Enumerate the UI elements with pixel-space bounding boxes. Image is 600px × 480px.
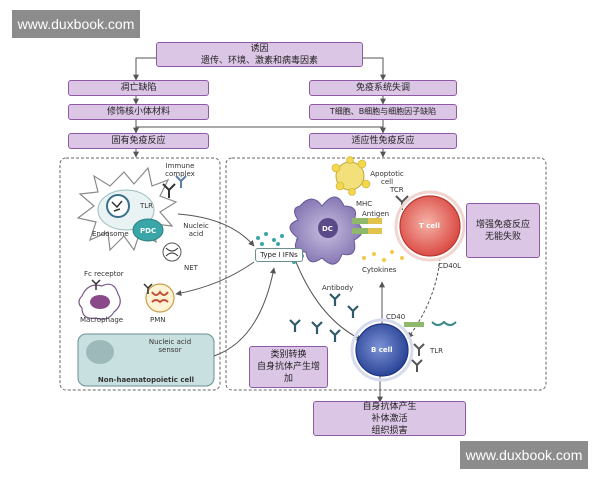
immune-complex-label-1: Immune <box>165 162 195 170</box>
outcome-box: 自身抗体产生 补体激活 组织损害 <box>313 401 466 436</box>
class-switch-line-1: 类别转换 <box>270 350 307 360</box>
immune-dysreg-box: 免疫系统失调 <box>309 80 457 96</box>
non-haem-cell <box>77 333 215 387</box>
nucleic-acid-label-1: Nucleic <box>183 222 209 230</box>
watermark-top: www.duxbook.com <box>12 10 140 38</box>
pmn-cell <box>143 283 175 313</box>
nucleic-acid-sensor-label-2: sensor <box>158 346 182 354</box>
class-switch-line-2: 自身抗体产生增 <box>256 362 320 372</box>
tolerance-line-1: 增强免疫反应 <box>475 219 530 230</box>
b-cell <box>350 318 457 382</box>
type1-ifns-box: Type I IFNs <box>255 248 303 262</box>
t-cell <box>394 190 466 262</box>
class-switch-box: 类别转换 自身抗体产生增 加 <box>249 346 328 388</box>
causes-box: 诱因 遗传、环境、激素和病毒因素 <box>156 42 363 67</box>
non-haem-label: Non-haematopoietic cell <box>97 376 195 384</box>
pdc-label: PDC <box>140 227 157 235</box>
fc-receptor-label: Fc receptor <box>84 270 124 278</box>
cd40-label: CD40 <box>386 313 406 321</box>
adaptive-panel <box>225 157 547 391</box>
causes-line-2: 遗传、环境、激素和病毒因素 <box>200 55 318 66</box>
cytokines-label: Cytokines <box>362 266 397 274</box>
net-label: NET <box>184 264 198 272</box>
nucleic-acid-sensor-label-1: Nucleic acid <box>148 338 192 346</box>
innate-panel <box>59 157 221 391</box>
cd40l-label: CD40L <box>438 262 462 270</box>
outcome-line-1: 自身抗体产生 <box>362 401 417 412</box>
immune-complex-icon <box>162 175 187 198</box>
pdc-spiky-cell <box>76 166 178 252</box>
immune-complex-label: Immune complex <box>160 162 200 178</box>
outcome-line-2: 补体激活 <box>371 413 408 424</box>
apoptosis-box: 凋亡缺陷 <box>68 80 209 96</box>
watermark-bottom: www.duxbook.com <box>460 441 588 469</box>
innate-box: 固有免疫反应 <box>68 133 209 149</box>
antibody-group <box>289 293 359 342</box>
nucleic-acid-label-2: acid <box>188 230 204 238</box>
adaptive-box: 适应性免疫反应 <box>309 133 457 149</box>
tolerance-line-2: 无能失败 <box>484 231 521 242</box>
tlr-label-top: TLR <box>140 202 154 210</box>
pmn-label: PMN <box>150 316 166 324</box>
mhc-label: MHC <box>356 200 373 208</box>
nucleic-acid-sensor-label: Nucleic acid sensor <box>140 338 200 354</box>
tcr-label: TCR <box>390 186 404 194</box>
endosome-label: Endosome <box>92 230 129 238</box>
flow-connectors <box>133 57 386 158</box>
causes-line-1: 诱因 <box>250 43 269 54</box>
tolerance-box: 增强免疫反应 无能失败 <box>466 203 540 258</box>
antibody-label: Antibody <box>322 284 354 292</box>
apoptotic-cell-label-1: Apoptotic <box>370 170 404 178</box>
apoptotic-cell-label-2: cell <box>380 178 394 186</box>
apoptotic-cell-label: Apoptotic cell <box>370 170 404 186</box>
nucleic-acid-label: Nucleic acid <box>180 222 212 238</box>
immune-complex-label-2: complex <box>165 170 195 178</box>
net-icon <box>162 242 182 262</box>
antigen-label: Antigen <box>362 210 390 218</box>
nucleosome-box: 修饰核小体材料 <box>68 104 209 120</box>
t-cell-label: T cell <box>419 222 440 230</box>
macrophage-cell <box>78 279 121 320</box>
b-cell-label: B cell <box>371 346 393 354</box>
t-b-cytokine-box: T细胞、B细胞与细胞因子缺陷 <box>309 104 457 120</box>
apoptotic-cell <box>331 156 371 196</box>
class-switch-line-3: 加 <box>283 374 293 384</box>
macrophage-label: Macrophage <box>80 316 124 324</box>
tlr-label-b: TLR <box>430 347 444 355</box>
dc-label: DC <box>322 225 333 233</box>
dc-cell <box>289 196 363 265</box>
outcome-line-3: 组织损害 <box>371 425 408 436</box>
cytokine-dots <box>362 250 404 262</box>
